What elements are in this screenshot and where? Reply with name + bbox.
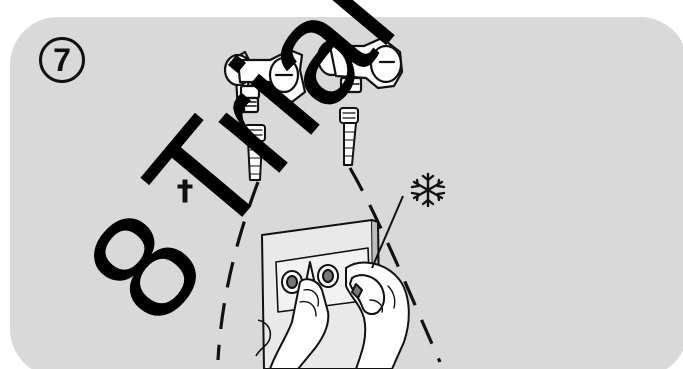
right-tap-icon	[318, 38, 402, 92]
hose-connectors	[245, 108, 358, 180]
step-number: 7	[53, 44, 71, 76]
frost-snowflake-icon	[412, 174, 444, 206]
step-number-badge: 7	[39, 37, 85, 83]
left-tap-icon	[225, 50, 305, 112]
bracket-tool-icon	[178, 180, 192, 202]
